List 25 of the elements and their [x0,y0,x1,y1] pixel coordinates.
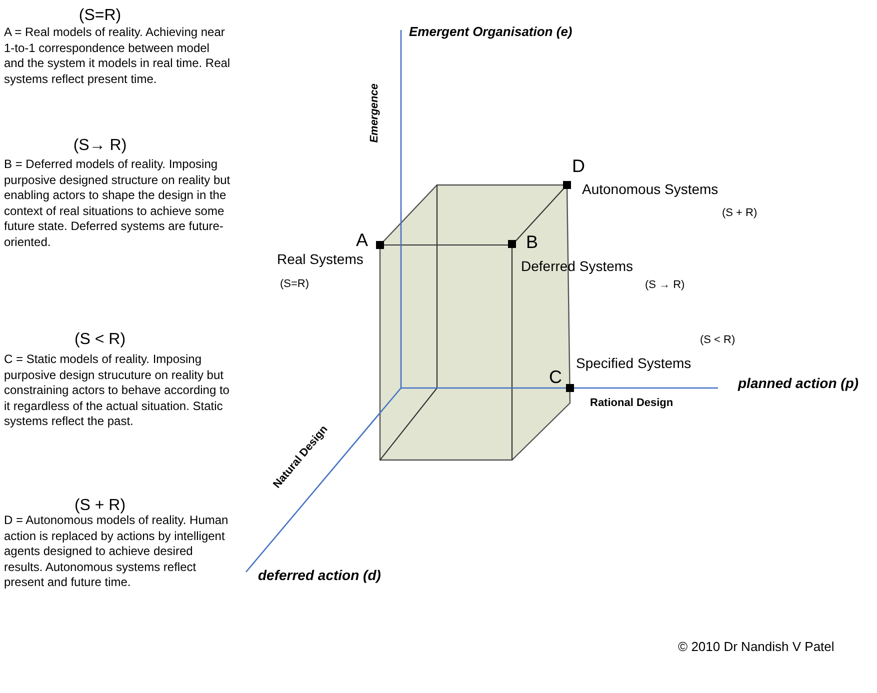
formula-heading: (S < R) [73,330,127,350]
formula-heading: (S→ R) [72,136,128,156]
formula-label: (S → R) [645,278,685,292]
axis-title: deferred action (d) [258,566,381,584]
system-label: Real Systems [277,250,364,268]
system-label: Specified Systems [576,354,692,372]
formula-heading: (S + R) [73,496,127,515]
axis-title: Emergent Organisation (e) [409,24,572,41]
copyright-note: © 2010 Dr Nandish V Patel [678,639,834,656]
corner-letter: A [356,229,368,252]
formula-heading: (S=R) [78,6,122,26]
description-text: C = Static models of reality. Imposing purposive design strucuture on reality but constraining actors to behave according to it regardless of the actual situation. Static systems reflect the past. [4,352,230,430]
formula-label: (S < R) [700,333,736,348]
system-label: Autonomous Systems [582,180,718,198]
description-text: A = Real models of reality. Achieving near 1-to-1 correspondence between model and the system it models in real time. Real systems reflect present time. [4,25,232,88]
corner-letter: C [549,366,562,389]
corner-letter: B [526,231,538,254]
formula-label: (S=R) [280,277,310,292]
description-text: B = Deferred models of reality. Imposing purposive designed structure on reality but enabling actors to shape the design in the context of real situations to achieve some future state. Deferred systems are future-oriented. [4,157,232,251]
axis-title: planned action (p) [738,374,859,392]
axis-label: Rational Design [590,396,674,410]
formula-label: (S + R) [722,206,758,220]
description-text: D = Autonomous models of reality. Human action is replaced by actions by intelligent agents designed to achieve desired results. Autonomous systems reflect present and future time. [4,513,230,591]
axis-label: Emergence [368,84,382,143]
corner-letter: D [572,155,585,178]
